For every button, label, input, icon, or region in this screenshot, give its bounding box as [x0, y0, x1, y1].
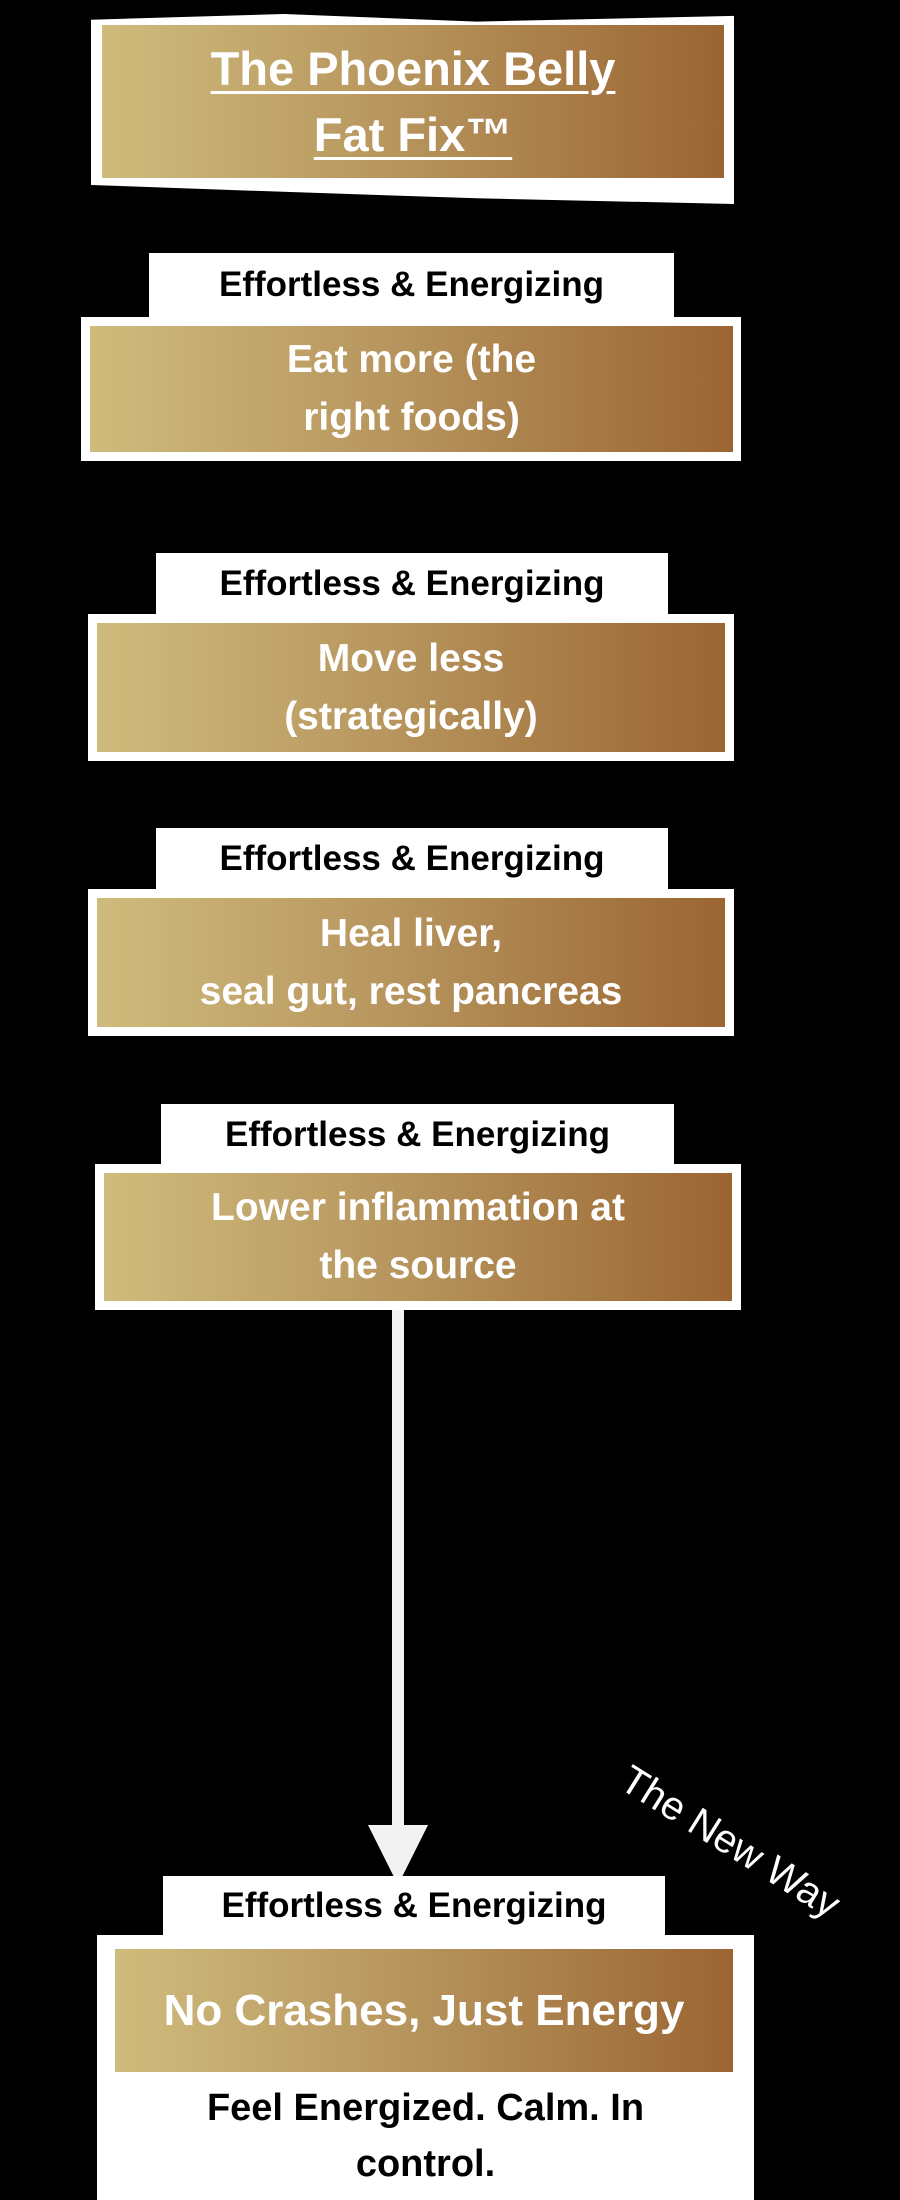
step-label: Effortless & Energizing: [161, 1104, 674, 1165]
step-box: Eat more (the right foods): [90, 326, 733, 452]
step-box: Lower inflammation at the source: [104, 1173, 732, 1301]
step-text-line-2: right foods): [303, 396, 520, 439]
title-line-2: Fat Fix™: [313, 107, 513, 161]
step-box: Move less (strategically): [97, 623, 725, 752]
result-banner: No Crashes, Just Energy: [115, 1949, 733, 2072]
result-headline: No Crashes, Just Energy: [163, 1985, 685, 2035]
step-box: Heal liver, seal gut, rest pancreas: [97, 898, 725, 1027]
result-description-line-1: Feel Energized. Calm. In: [206, 2087, 645, 2129]
result-description: Feel Energized. Calm. In control.: [97, 2080, 754, 2192]
step-text-line-1: Lower inflammation at: [211, 1186, 625, 1229]
step-text-line-1: Move less: [317, 636, 505, 680]
title-line-1: The Phoenix Belly: [210, 41, 616, 95]
step-label: Effortless & Energizing: [156, 553, 668, 615]
step-label: Effortless & Energizing: [149, 253, 674, 317]
down-arrow-icon: [368, 1310, 428, 1885]
step-text-line-1: Eat more (the: [286, 338, 537, 381]
step-text-line-1: Heal liver,: [319, 911, 503, 955]
title-banner: The Phoenix Belly Fat Fix™: [102, 25, 724, 178]
result-description-line-2: control.: [355, 2143, 496, 2185]
step-text-line-2: (strategically): [284, 694, 538, 738]
step-text-line-2: the source: [319, 1244, 517, 1287]
step-label: Effortless & Energizing: [156, 828, 668, 890]
step-text-line-2: seal gut, rest pancreas: [199, 969, 623, 1013]
result-label: Effortless & Energizing: [163, 1876, 665, 1936]
